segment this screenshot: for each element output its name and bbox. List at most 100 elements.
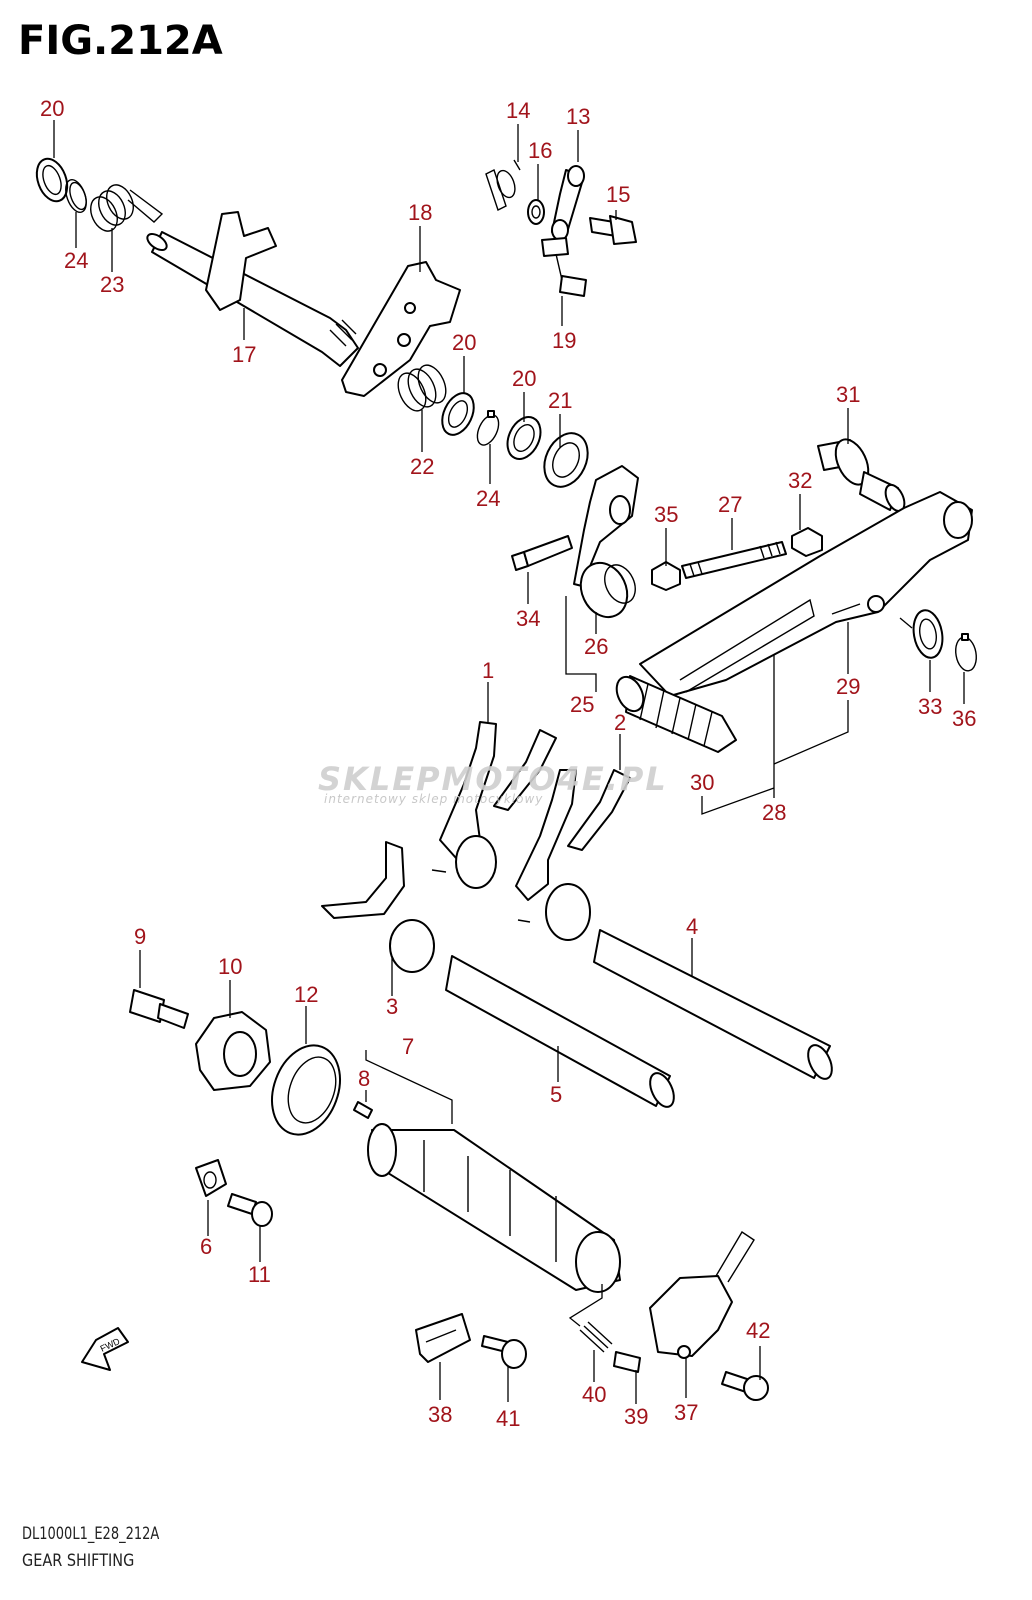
callout-36: 36 <box>952 706 976 731</box>
part-6-washer[interactable] <box>195 1159 227 1197</box>
callout-1: 1 <box>482 658 494 683</box>
callout-3: 3 <box>386 994 398 1019</box>
callout-13: 13 <box>566 104 590 129</box>
part-5-fork-shaft[interactable] <box>445 955 679 1111</box>
figure-title: FIG.212A <box>18 18 223 64</box>
part-40-spring[interactable] <box>579 1321 613 1353</box>
callout-7: 7 <box>402 1034 414 1059</box>
part-30-rubber-peg[interactable] <box>612 673 737 753</box>
callout-38: 38 <box>428 1402 452 1427</box>
callout-21: 21 <box>548 388 572 413</box>
callout-39: 39 <box>624 1404 648 1429</box>
part-26-link-arm[interactable] <box>572 465 641 625</box>
watermark-post: MOTO4E.PL <box>441 760 668 798</box>
part-41-bolt[interactable] <box>481 1335 527 1369</box>
callout-23: 23 <box>100 272 124 297</box>
part-1-shift-fork[interactable] <box>431 721 557 889</box>
part-16-washer[interactable] <box>527 199 545 225</box>
part-24-circlip-mid[interactable] <box>473 410 503 448</box>
callout-31: 31 <box>836 382 860 407</box>
callout-41: 41 <box>496 1406 520 1431</box>
watermark: SKLEPMOTO4E.PL <box>318 760 668 798</box>
part-33-washer[interactable] <box>910 608 946 660</box>
part-28-shift-lever[interactable] <box>639 491 973 697</box>
callout-2: 2 <box>614 710 626 735</box>
part-14-spring[interactable] <box>485 159 521 211</box>
part-20-washer-top[interactable] <box>31 155 72 206</box>
part-24-circlip-top[interactable] <box>62 177 91 215</box>
callout-29: 29 <box>836 674 860 699</box>
part-20-washer-right[interactable] <box>501 412 547 465</box>
callout-numbers: 20 24 23 17 14 16 13 15 19 18 20 20 21 2… <box>40 96 976 1431</box>
part-19-bolt[interactable] <box>541 237 587 297</box>
callout-17: 17 <box>232 342 256 367</box>
callout-5: 5 <box>550 1082 562 1107</box>
part-13-stopper-arm[interactable] <box>551 165 585 241</box>
callout-32: 32 <box>788 468 812 493</box>
part-2-shift-fork[interactable] <box>515 769 631 941</box>
callout-19: 19 <box>552 328 576 353</box>
part-18-shift-arm[interactable] <box>341 261 461 397</box>
callout-14: 14 <box>506 98 530 123</box>
part-17-shift-shaft[interactable] <box>145 211 359 367</box>
part-21-oil-seal[interactable] <box>536 426 596 494</box>
figure-code: DL1000L1_E28_212A <box>22 1524 160 1544</box>
callout-8: 8 <box>358 1066 370 1091</box>
part-23-spring[interactable] <box>86 181 164 236</box>
callout-15: 15 <box>606 182 630 207</box>
part-8-pin[interactable] <box>353 1101 373 1119</box>
part-20-washer-mid[interactable] <box>436 388 480 440</box>
part-4-fork-shaft[interactable] <box>593 929 837 1083</box>
part-7-shift-cam[interactable] <box>367 1123 621 1293</box>
part-42-bolt[interactable] <box>721 1371 769 1401</box>
part-22-spring[interactable] <box>393 361 452 415</box>
watermark-pre: SKLEP <box>318 760 442 798</box>
part-27-rod[interactable] <box>681 541 787 579</box>
leader-lines <box>53 120 965 1404</box>
part-15-bolt[interactable] <box>589 215 637 245</box>
callout-11: 11 <box>248 1262 271 1287</box>
callout-24: 24 <box>64 248 88 273</box>
callout-10: 10 <box>218 954 242 979</box>
callout-22: 22 <box>410 454 434 479</box>
callout-34: 34 <box>516 606 540 631</box>
part-9-pin[interactable] <box>129 989 189 1029</box>
callout-25: 25 <box>570 692 594 717</box>
callout-6: 6 <box>200 1234 212 1259</box>
callout-20b: 20 <box>452 330 476 355</box>
callout-33: 33 <box>918 694 942 719</box>
part-11-screw[interactable] <box>227 1193 273 1227</box>
part-29-bolt[interactable] <box>831 603 861 615</box>
part-3-shift-fork[interactable] <box>321 841 435 973</box>
callout-24b: 24 <box>476 486 500 511</box>
callout-35: 35 <box>654 502 678 527</box>
part-36-circlip[interactable] <box>953 633 979 672</box>
part-35-nut[interactable] <box>651 561 681 591</box>
callout-26: 26 <box>584 634 608 659</box>
callout-40: 40 <box>582 1382 606 1407</box>
part-31-pivot-bolt[interactable] <box>817 434 908 514</box>
part-32-nut[interactable] <box>791 527 823 557</box>
part-39-pin[interactable] <box>613 1351 641 1373</box>
callout-18: 18 <box>408 200 432 225</box>
callout-20c: 20 <box>512 366 536 391</box>
callout-20: 20 <box>40 96 64 121</box>
part-34-bolt[interactable] <box>511 535 573 571</box>
watermark-subtitle: internetowy sklep motocyklowy <box>324 792 544 806</box>
figure-name: GEAR SHIFTING <box>22 1551 135 1571</box>
callout-28: 28 <box>762 800 786 825</box>
callout-27: 27 <box>718 492 742 517</box>
callout-16: 16 <box>528 138 552 163</box>
callout-12: 12 <box>294 982 318 1007</box>
callout-9: 9 <box>134 924 146 949</box>
callout-37: 37 <box>674 1400 698 1425</box>
callout-4: 4 <box>686 914 698 939</box>
fwd-arrow-icon: FWD <box>81 1327 129 1371</box>
callout-30: 30 <box>690 770 714 795</box>
part-10-cam-stopper[interactable] <box>195 1011 271 1091</box>
part-37-gear-position-switch[interactable] <box>649 1231 755 1359</box>
callout-42: 42 <box>746 1318 770 1343</box>
part-12-bearing[interactable] <box>260 1036 352 1144</box>
part-38-plate[interactable] <box>415 1313 471 1363</box>
